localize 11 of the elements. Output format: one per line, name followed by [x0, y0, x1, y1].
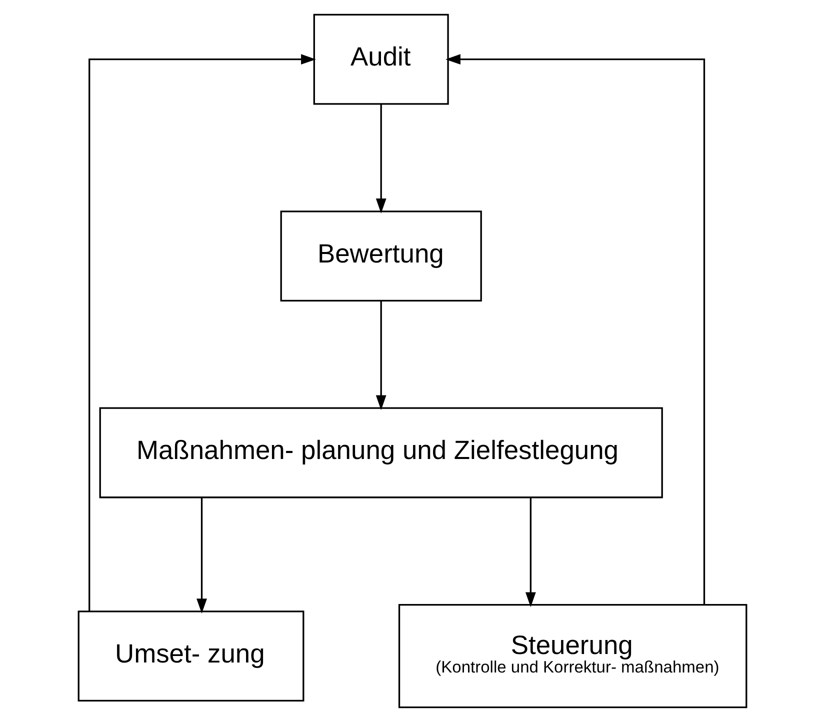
node-box: Maßnahmen- planung und Zielfestlegung — [99, 407, 663, 498]
node-box: Steuerung (Kontrolle und Korrektur- maßnahmen) — [398, 604, 748, 708]
arrow — [446, 54, 706, 605]
arrow — [88, 54, 316, 612]
arrow — [376, 104, 386, 214]
node-box: Bewertung — [280, 210, 482, 302]
node-box: Audit — [313, 14, 449, 105]
arrow — [525, 498, 536, 608]
arrow — [376, 300, 386, 410]
arrow — [196, 498, 207, 614]
node-box: Umset- zung — [78, 610, 304, 702]
